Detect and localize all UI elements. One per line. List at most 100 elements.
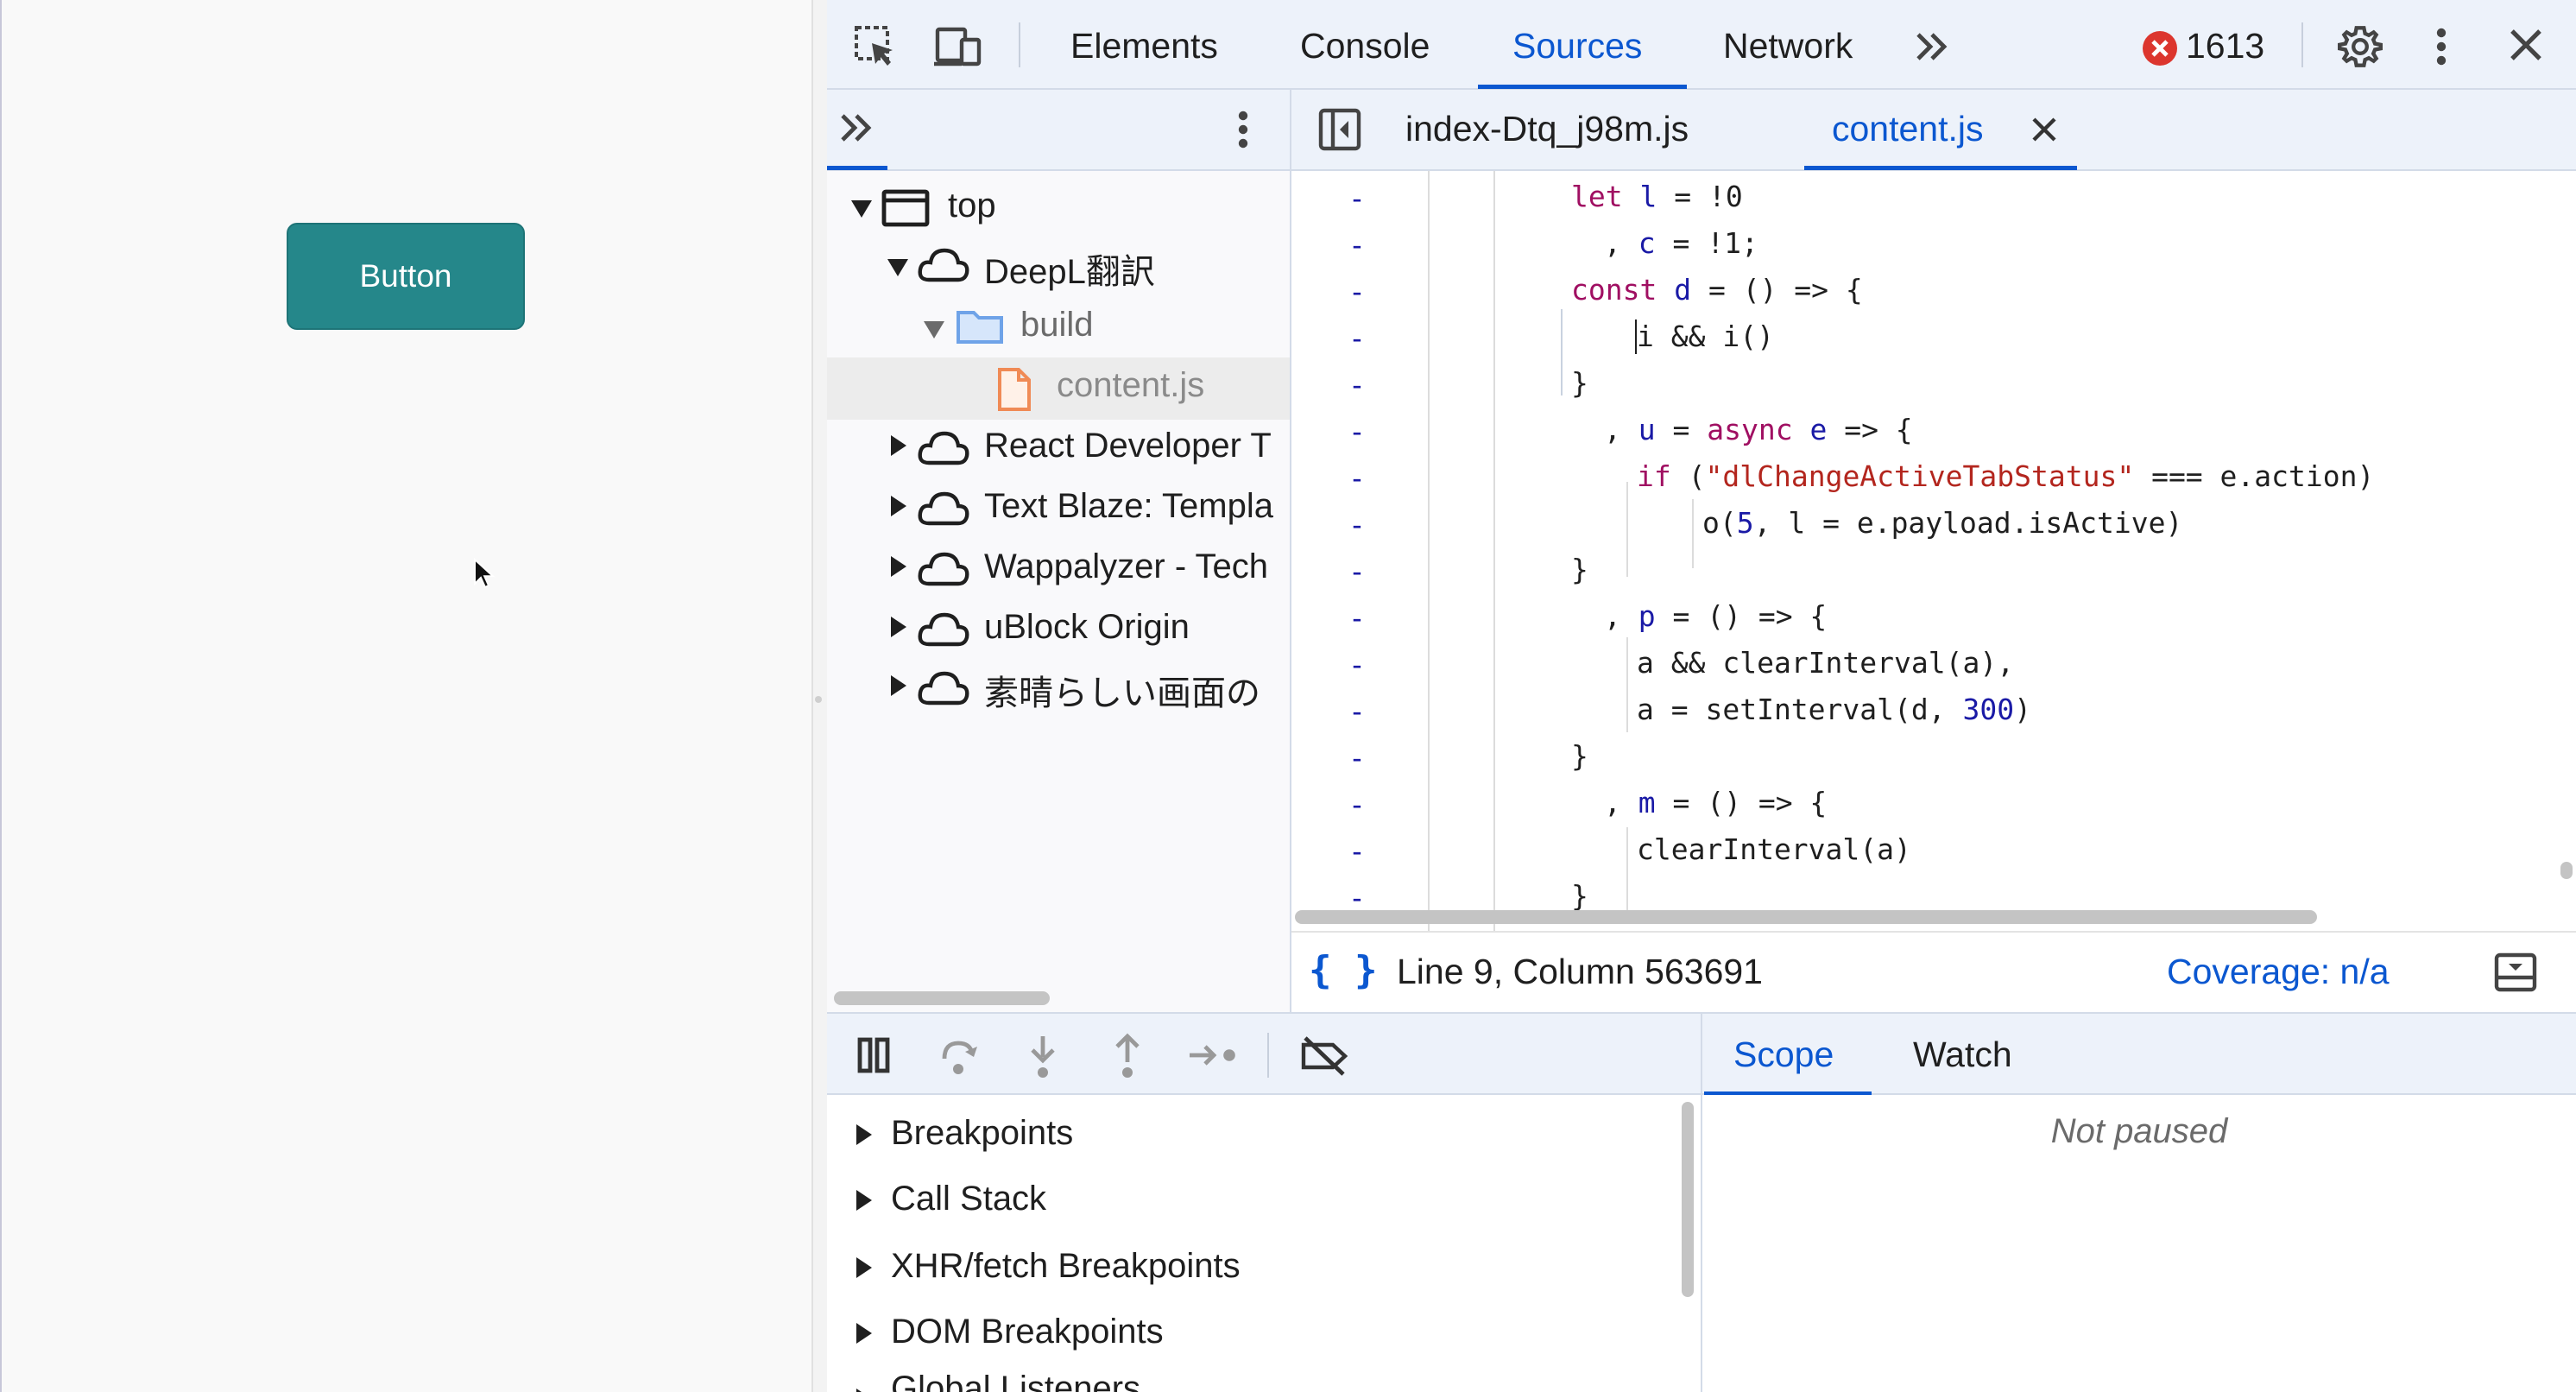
section-call-stack[interactable]: Call Stack <box>891 1180 1047 1218</box>
expand-arrow-icon[interactable] <box>887 259 908 276</box>
step-over-icon[interactable] <box>938 1035 981 1078</box>
devtools-window: Elements Console Sources Network 1613 <box>827 0 2576 1392</box>
editor-horizontal-scrollbar[interactable] <box>1295 910 2317 924</box>
tree-item-japanese-ext[interactable]: 素晴らしい画面の <box>984 674 1260 712</box>
pretty-print-icon[interactable]: { } <box>1309 948 1378 992</box>
error-count[interactable]: 1613 <box>2186 26 2265 66</box>
tab-network[interactable]: Network <box>1723 26 1853 66</box>
close-icon[interactable] <box>2509 28 2543 62</box>
expand-arrow-icon[interactable] <box>891 496 906 516</box>
code-line: a = setInterval(d, 300) <box>1637 693 2031 726</box>
debugger-divider <box>1701 1012 1702 1392</box>
deactivate-breakpoints-icon[interactable] <box>1298 1035 1350 1078</box>
step-icon[interactable] <box>1186 1040 1240 1071</box>
indent-guide <box>1493 171 1495 931</box>
line-marker: - <box>1348 554 1366 588</box>
code-line: , p = () => { <box>1604 599 1828 633</box>
tree-item-wappalyzer[interactable]: Wappalyzer - Tech <box>984 547 1269 585</box>
sources-toolbar: index-Dtq_j98m.js content.js <box>827 90 2576 171</box>
text-caret <box>1635 320 1637 354</box>
chevron-double-right-icon[interactable] <box>837 111 875 145</box>
inspected-page <box>0 0 811 1392</box>
step-out-icon[interactable] <box>1110 1031 1145 1078</box>
code-line: } <box>1571 879 1588 913</box>
code-line: let l = !0 <box>1571 180 1743 213</box>
select-element-icon[interactable] <box>853 24 898 69</box>
close-icon[interactable] <box>2030 116 2058 143</box>
line-marker: - <box>1348 508 1366 541</box>
expand-arrow-icon[interactable] <box>851 200 872 218</box>
indent-guide <box>1626 482 1628 577</box>
expand-arrow-icon[interactable] <box>856 1389 872 1392</box>
scope-toolbar: Scope Watch <box>1702 1012 2576 1096</box>
file-tab-index[interactable]: index-Dtq_j98m.js <box>1405 109 1689 149</box>
expand-arrow-icon[interactable] <box>891 435 906 456</box>
indent-guide <box>1692 499 1694 568</box>
step-into-icon[interactable] <box>1026 1033 1060 1079</box>
expand-arrow-icon[interactable] <box>891 675 906 696</box>
line-marker: - <box>1348 601 1366 635</box>
toolbar-divider <box>1019 22 1020 67</box>
panel-divider <box>1290 90 1291 171</box>
file-tab-content[interactable]: content.js <box>1832 109 1984 149</box>
main-toolbar: Elements Console Sources Network 1613 <box>827 0 2576 90</box>
section-xhr-breakpoints[interactable]: XHR/fetch Breakpoints <box>891 1247 1241 1285</box>
code-line: a && clearInterval(a), <box>1637 646 2015 680</box>
section-breakpoints[interactable]: Breakpoints <box>891 1114 1074 1152</box>
tab-scope[interactable]: Scope <box>1733 1035 1834 1074</box>
tab-sources-indicator <box>1478 85 1687 89</box>
expand-arrow-icon[interactable] <box>924 321 944 339</box>
tree-item-deepl[interactable]: DeepL翻訳 <box>984 253 1155 291</box>
expand-arrow-icon[interactable] <box>891 617 906 637</box>
debugger-sections: Breakpoints Call Stack XHR/fetch Breakpo… <box>827 1095 1701 1392</box>
selected-row-highlight <box>827 357 1290 420</box>
expand-arrow-icon[interactable] <box>856 1323 872 1344</box>
tab-watch[interactable]: Watch <box>1913 1035 2012 1074</box>
line-marker: - <box>1348 275 1366 308</box>
vertical-dots-icon[interactable] <box>1236 109 1250 150</box>
code-line: i && i() <box>1637 320 1774 353</box>
tab-scope-indicator <box>1704 1091 1872 1096</box>
tab-sources[interactable]: Sources <box>1512 26 1643 66</box>
vertical-dots-icon[interactable] <box>2434 26 2448 67</box>
sections-scrollbar[interactable] <box>1682 1102 1694 1297</box>
expand-arrow-icon[interactable] <box>856 1190 872 1211</box>
device-toolbar-icon[interactable] <box>934 26 986 67</box>
cloud-icon <box>917 489 970 527</box>
section-global-listeners[interactable]: Global Listeners <box>891 1370 1141 1392</box>
page-button[interactable]: Button <box>287 223 525 330</box>
tree-item-build[interactable]: build <box>1020 306 1094 344</box>
line-marker: - <box>1348 228 1366 262</box>
coverage-link[interactable]: Coverage: n/a <box>2167 952 2390 991</box>
line-marker: - <box>1348 881 1366 914</box>
file-icon <box>996 366 1032 413</box>
editor-vertical-scrollbar[interactable] <box>2560 862 2573 879</box>
code-editor[interactable]: - - - - - - - - - - - - - - - - let l = … <box>1291 171 2576 931</box>
tree-item-react-devtools[interactable]: React Developer T <box>984 427 1272 465</box>
tree-item-content-js[interactable]: content.js <box>1057 366 1205 404</box>
code-line: } <box>1571 739 1588 773</box>
gutter-divider <box>1428 171 1430 931</box>
tree-item-ublock[interactable]: uBlock Origin <box>984 608 1190 646</box>
pause-icon[interactable] <box>855 1036 893 1074</box>
expand-arrow-icon[interactable] <box>891 556 906 577</box>
error-circle-icon[interactable] <box>2143 31 2177 66</box>
toggle-debugger-icon[interactable] <box>2493 952 2538 993</box>
cloud-icon <box>917 245 970 283</box>
tree-item-text-blaze[interactable]: Text Blaze: Templa <box>984 487 1273 525</box>
navigator-scrollbar[interactable] <box>834 991 1050 1005</box>
chevron-double-right-icon[interactable] <box>1913 29 1951 64</box>
expand-arrow-icon[interactable] <box>856 1257 872 1278</box>
line-marker: - <box>1348 834 1366 868</box>
cloud-icon <box>917 610 970 648</box>
toggle-navigator-icon[interactable] <box>1317 107 1362 152</box>
tab-elements[interactable]: Elements <box>1070 26 1218 66</box>
indent-guide <box>1626 827 1628 922</box>
expand-arrow-icon[interactable] <box>856 1124 872 1145</box>
gear-icon[interactable] <box>2338 24 2383 69</box>
line-marker: - <box>1348 694 1366 728</box>
splitter-handle[interactable] <box>815 696 822 703</box>
tab-console[interactable]: Console <box>1300 26 1430 66</box>
tree-item-top[interactable]: top <box>948 187 996 225</box>
section-dom-breakpoints[interactable]: DOM Breakpoints <box>891 1313 1164 1351</box>
